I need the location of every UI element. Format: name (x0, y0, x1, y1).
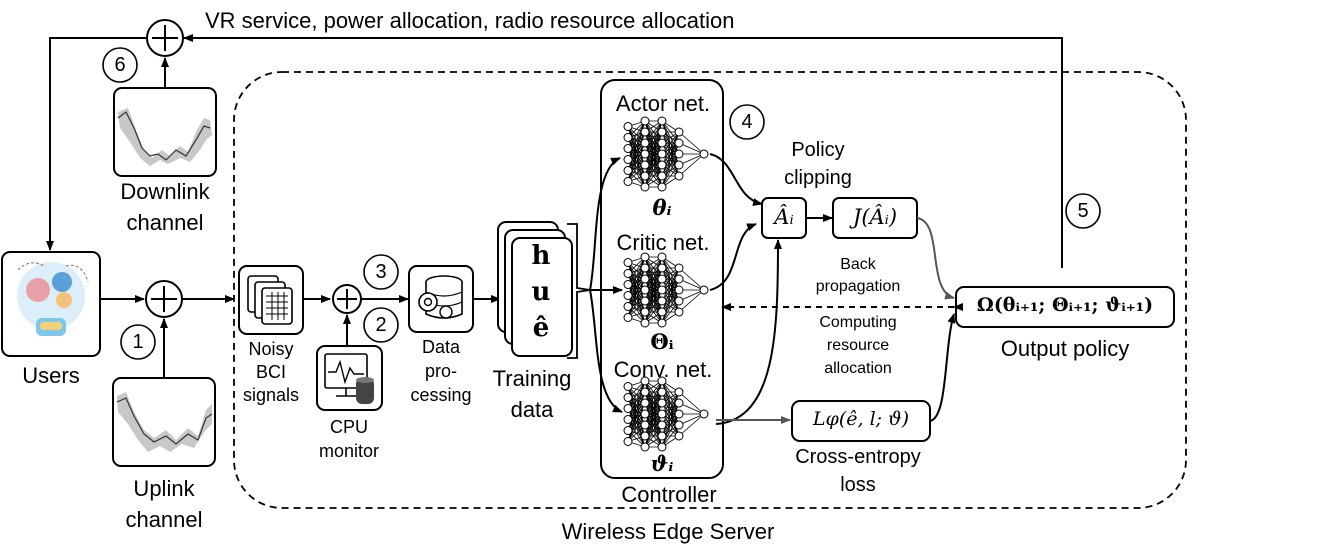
downlink-adder (146, 19, 184, 57)
top-label: VR service, power allocation, radio reso… (205, 8, 735, 33)
resource-label: resource (826, 337, 890, 354)
uplink-channel-plot (112, 377, 216, 467)
back-label: Back (840, 256, 876, 273)
clipping-label: clipping (784, 167, 852, 189)
edge-server-label: Wireless Edge Server (561, 519, 775, 544)
theta-i: θᵢ (652, 195, 672, 220)
Theta-i: Θᵢ (650, 329, 674, 354)
step-6: 6 (114, 54, 126, 76)
users-label: Users (22, 363, 80, 388)
noisy-label: Noisy (248, 339, 294, 359)
training-data-stack (497, 221, 573, 357)
omega-text: Ω(θᵢ₊₁; Θᵢ₊₁; ϑᵢ₊₁) (976, 294, 1154, 316)
allocation-label: allocation (824, 360, 892, 377)
cpu-monitor-icon (316, 345, 383, 411)
actor-network-icon (623, 116, 709, 192)
downlink-label-1: Downlink (120, 179, 210, 204)
uplink-label-1: Uplink (133, 476, 195, 501)
loss-text: Lφ(ê, l; ϑ) (812, 408, 910, 430)
top-feedback-line (46, 34, 1063, 268)
policy-label: Policy (791, 139, 845, 161)
training-var-h: h (531, 241, 551, 271)
training-data-label: data (510, 397, 554, 422)
conv-label: Conv. net. (613, 357, 713, 382)
data-label: Data (421, 337, 461, 357)
vartheta-i: ϑᵢ (650, 451, 674, 476)
cpu-adder (332, 284, 362, 314)
actor-label: Actor net. (615, 91, 711, 116)
computing-label: Computing (819, 314, 897, 331)
conv-network-icon (623, 376, 709, 452)
critic-network-icon (623, 252, 709, 328)
training-label: Training (492, 366, 572, 391)
step-1: 1 (132, 331, 144, 353)
users-icon-box (1, 251, 101, 357)
monitor-label: monitor (318, 441, 380, 461)
step-2: 2 (375, 314, 387, 336)
pro-label: pro- (424, 361, 458, 381)
data-processing-icon (408, 265, 474, 333)
cross-entropy-label: Cross-entropy (795, 446, 921, 468)
downlink-label-2: channel (126, 210, 204, 235)
bci-label: BCI (255, 362, 287, 382)
advantage-text: Âᵢ (774, 205, 794, 229)
critic-label: Critic net. (616, 230, 710, 255)
step-circles (102, 47, 1101, 360)
uplink-label-2: channel (125, 507, 203, 532)
output-policy-label: Output policy (1000, 336, 1130, 361)
propagation-label: propagation (815, 278, 901, 295)
training-var-u: u (531, 277, 551, 307)
bci-signals-icon (238, 265, 304, 335)
uplink-adder (145, 280, 183, 318)
objective-text: J(Âᵢ) (852, 205, 898, 229)
cessing-label: cessing (410, 385, 472, 405)
step-3: 3 (375, 261, 387, 283)
cpu-label: CPU (329, 417, 369, 437)
loss-label: loss (840, 474, 876, 496)
downlink-channel-plot (113, 87, 217, 177)
training-var-e: ê (532, 313, 550, 343)
signals-label: signals (242, 385, 300, 405)
step-5: 5 (1077, 200, 1089, 222)
controller-label: Controller (621, 482, 717, 507)
step-4: 4 (741, 111, 753, 133)
